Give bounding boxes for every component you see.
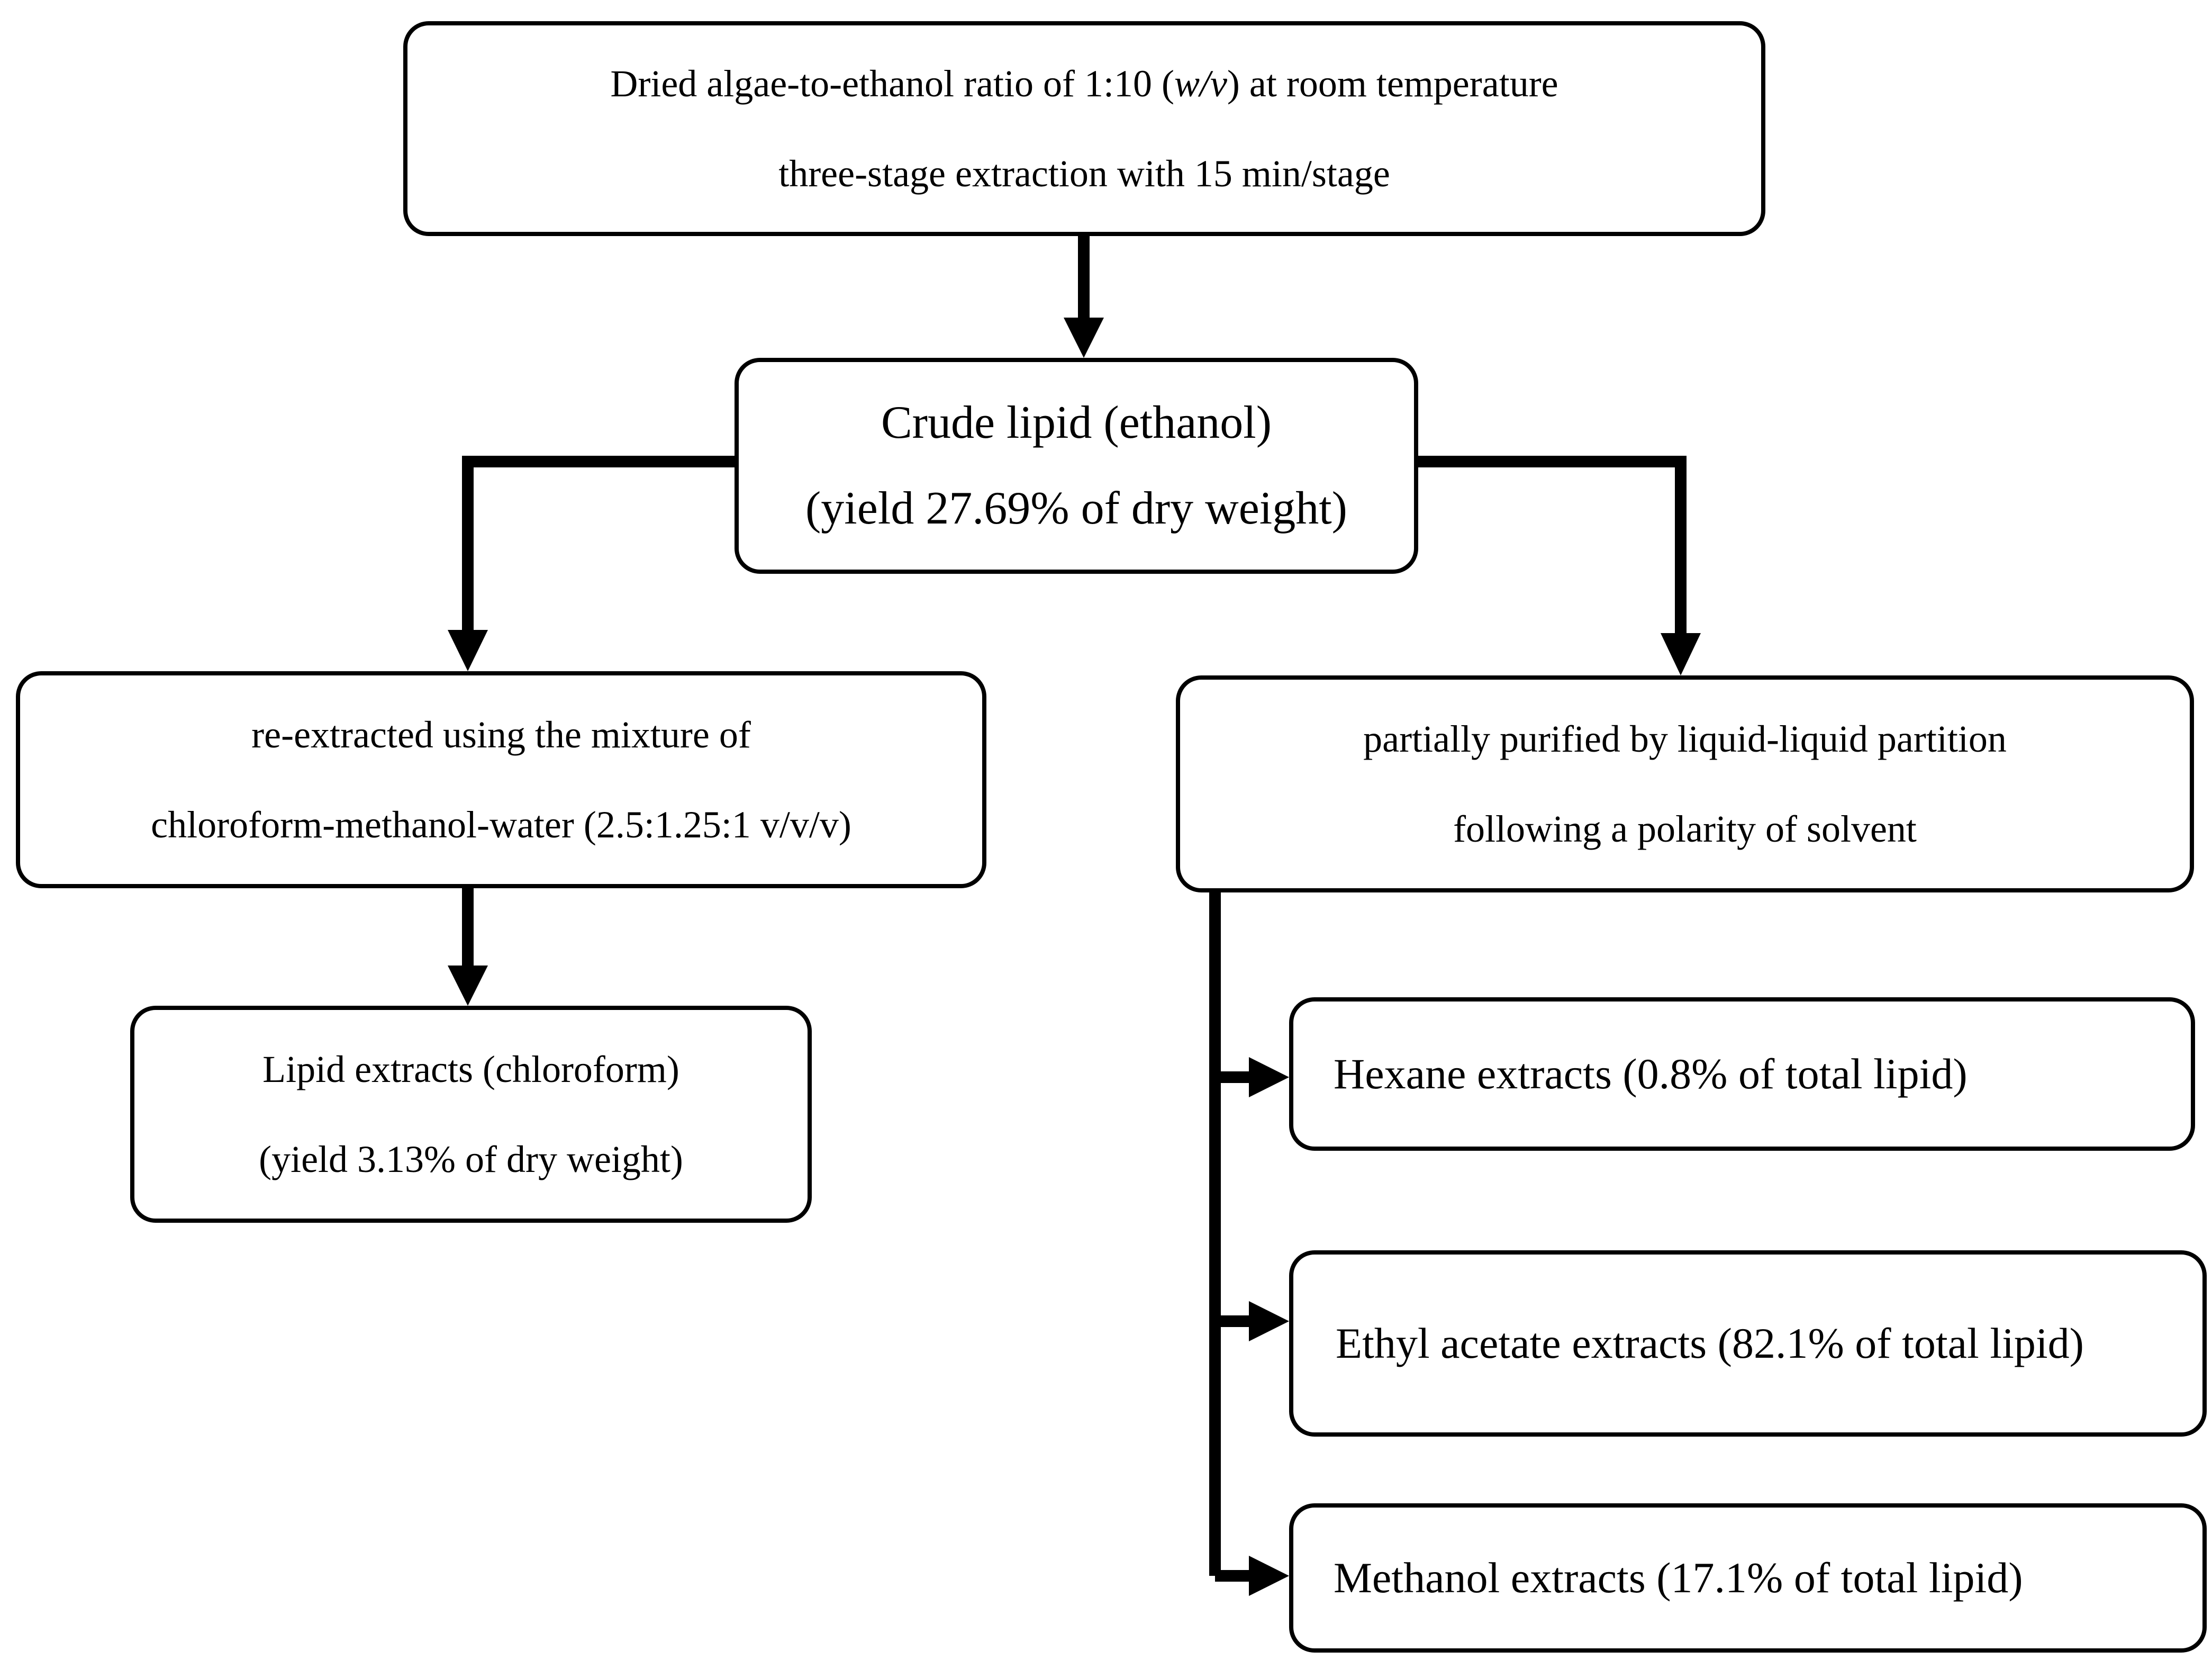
- node-hexane-extracts: Hexane extracts (0.8% of total lipid): [1289, 997, 2195, 1151]
- node-extraction-conditions: Dried algae-to-ethanol ratio of 1:10 (w/…: [403, 21, 1765, 236]
- edge-crude-to-partition: [1418, 456, 1687, 635]
- arrowhead-hexane: [1249, 1057, 1289, 1097]
- arrowhead-methanol: [1249, 1556, 1289, 1596]
- node-extraction-conditions-line1: Dried algae-to-ethanol ratio of 1:10 (w/…: [610, 62, 1558, 105]
- node-partition: partially purified by liquid-liquid part…: [1176, 675, 2194, 892]
- node-reextraction-line1: re-extracted using the mixture of: [251, 714, 751, 756]
- node-partition-line2: following a polarity of solvent: [1453, 808, 1917, 850]
- node-chloroform-extracts: Lipid extracts (chloroform) (yield 3.13%…: [130, 1006, 812, 1223]
- node-partition-line1: partially purified by liquid-liquid part…: [1363, 718, 2007, 760]
- edge-crude-to-reextraction: [462, 456, 735, 633]
- arrowhead-crude: [1064, 318, 1104, 358]
- node-reextraction-line2: chloroform-methanol-water (2.5:1.25:1 v/…: [151, 804, 851, 846]
- node-methanol-extracts: Methanol extracts (17.1% of total lipid): [1289, 1503, 2207, 1653]
- node-hexane-extracts-label: Hexane extracts (0.8% of total lipid): [1334, 1050, 1968, 1098]
- arrowhead-partition: [1661, 633, 1701, 675]
- node-methanol-extracts-label: Methanol extracts (17.1% of total lipid): [1334, 1554, 2023, 1602]
- node-crude-lipid-line1: Crude lipid (ethanol): [881, 397, 1272, 448]
- node-ethyl-acetate-extracts: Ethyl acetate extracts (82.1% of total l…: [1289, 1250, 2207, 1437]
- arrowhead-reextraction: [448, 630, 488, 671]
- node-crude-lipid: Crude lipid (ethanol) (yield 27.69% of d…: [735, 358, 1418, 574]
- node-reextraction: re-extracted using the mixture of chloro…: [16, 671, 986, 888]
- node-chloroform-extracts-line2: (yield 3.13% of dry weight): [259, 1138, 683, 1180]
- arrowhead-ethyl: [1249, 1301, 1289, 1341]
- arrowhead-chloroform: [448, 966, 488, 1006]
- node-extraction-conditions-line2: three-stage extraction with 15 min/stage: [778, 152, 1390, 195]
- node-ethyl-acetate-extracts-label: Ethyl acetate extracts (82.1% of total l…: [1336, 1319, 2084, 1367]
- node-chloroform-extracts-line1: Lipid extracts (chloroform): [262, 1048, 679, 1090]
- node-crude-lipid-line2: (yield 27.69% of dry weight): [805, 483, 1347, 534]
